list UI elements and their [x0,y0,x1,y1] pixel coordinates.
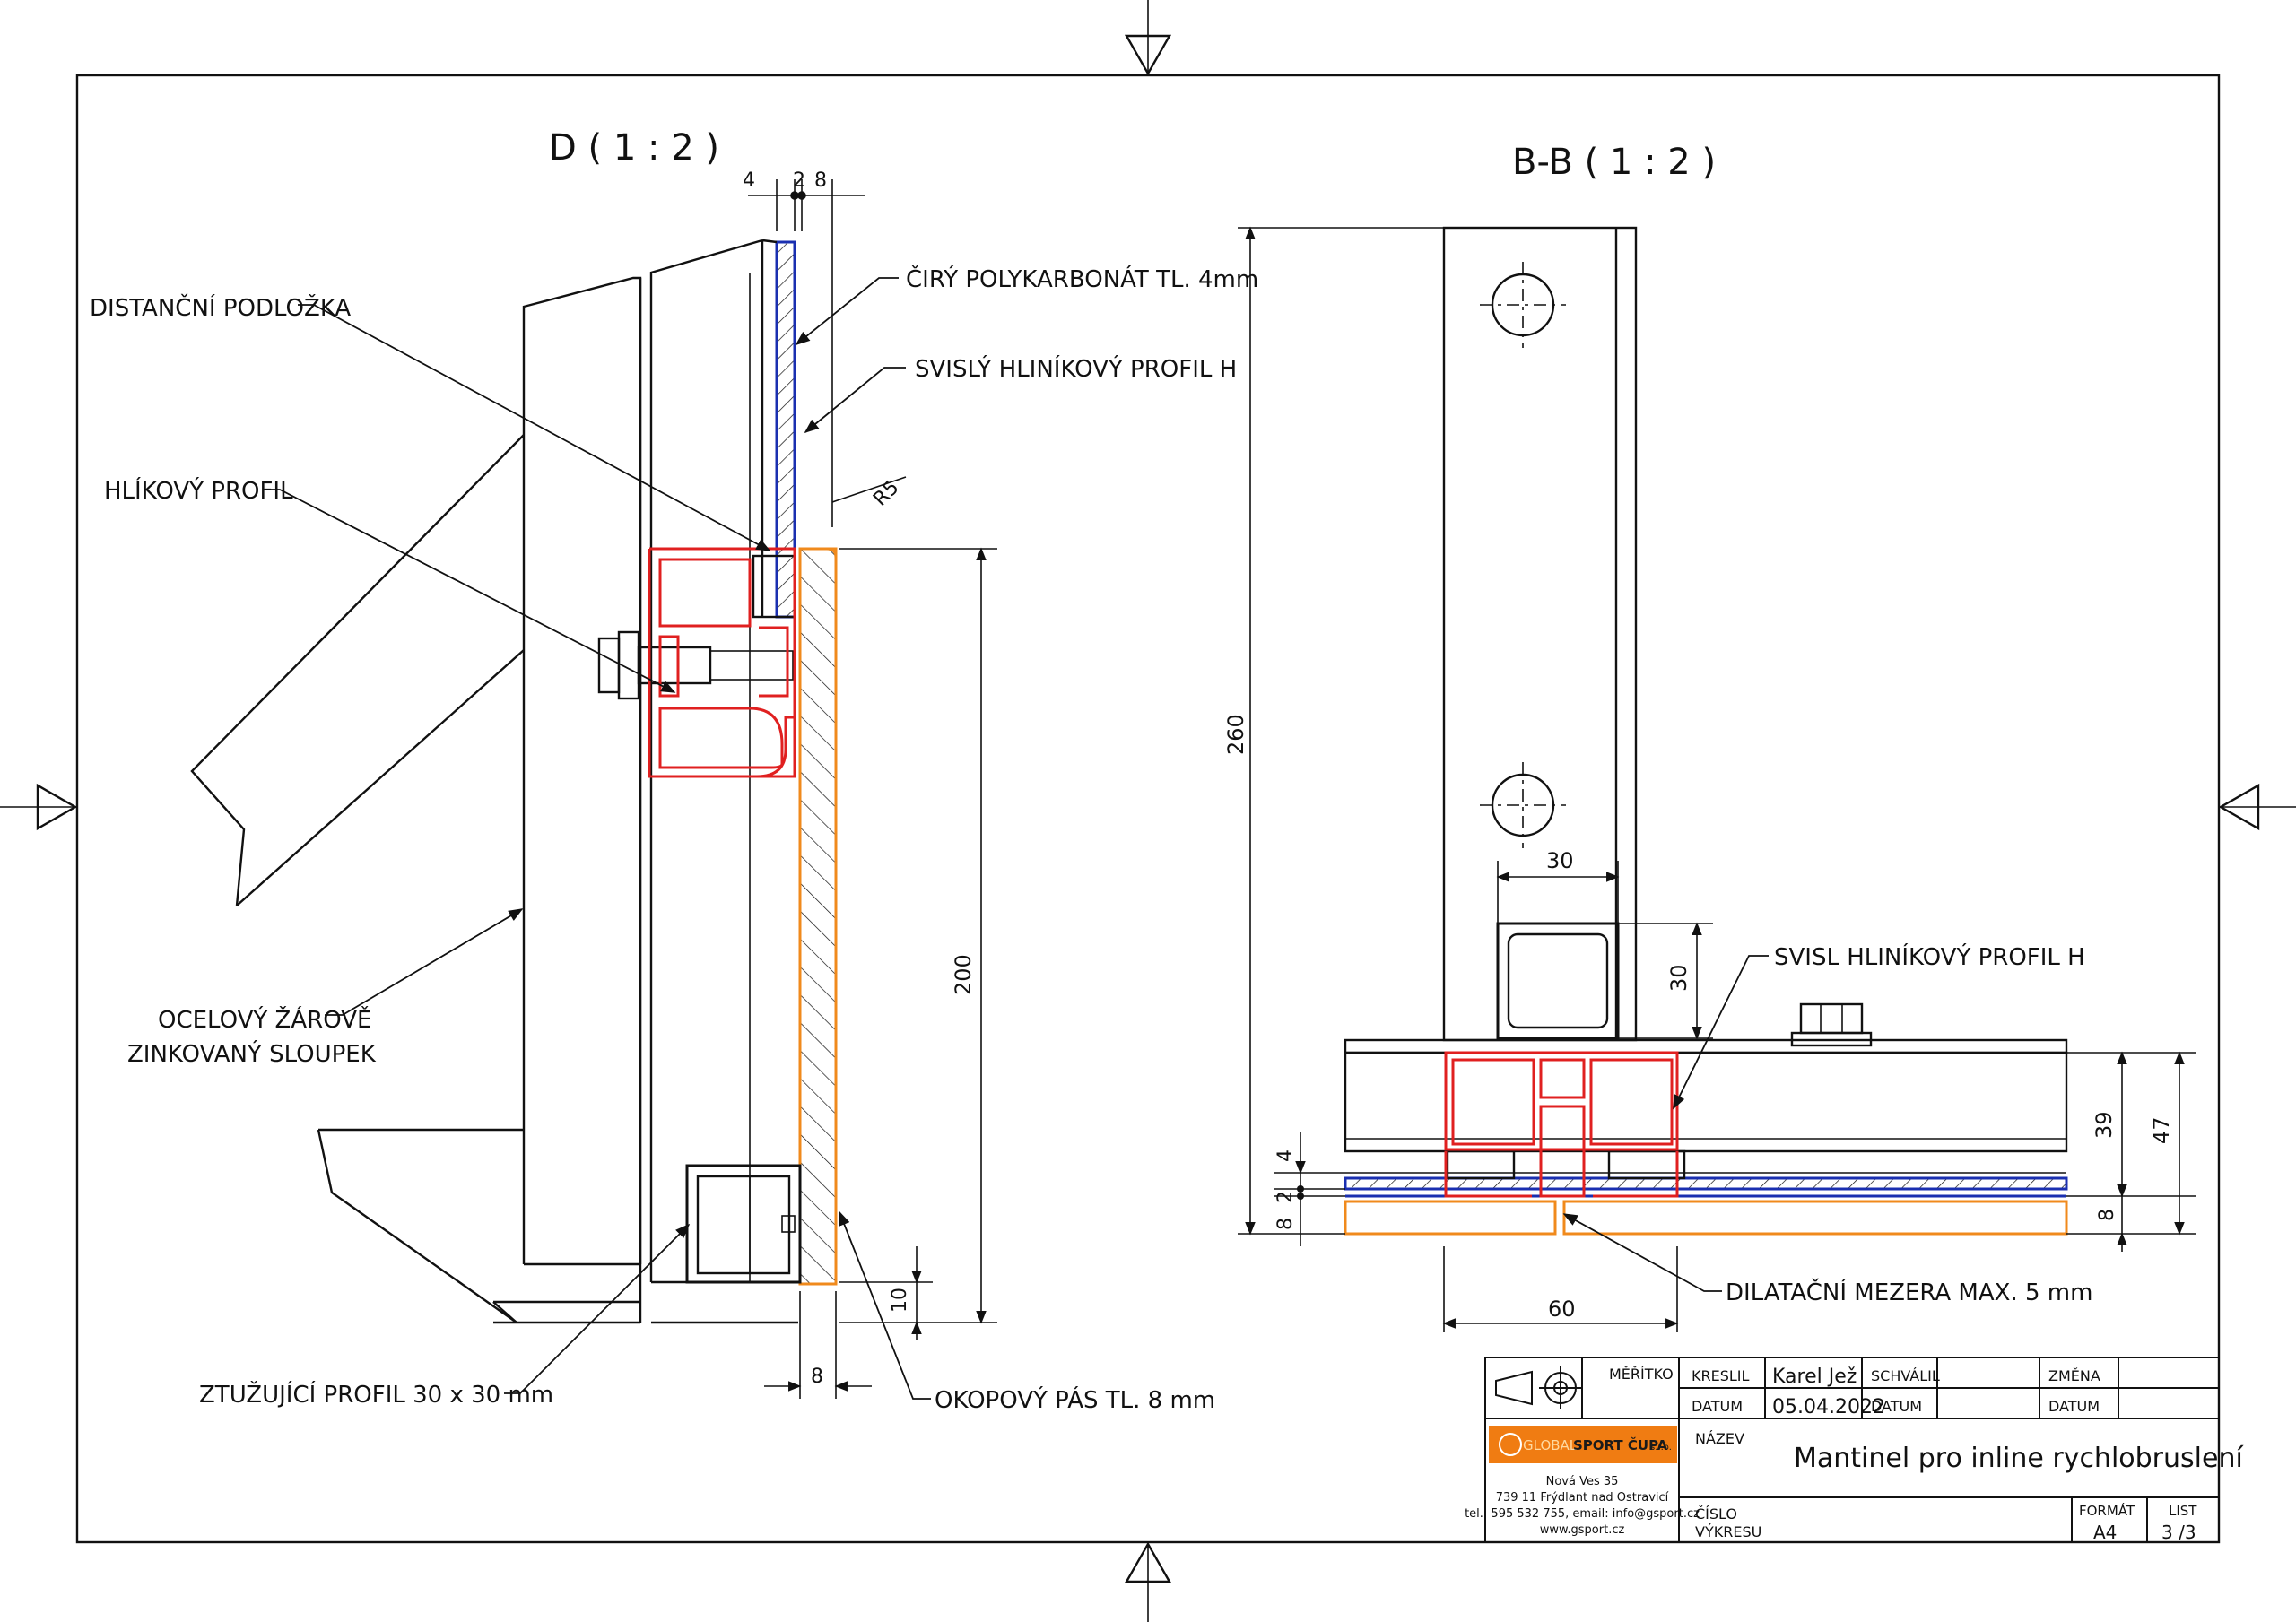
label-polycarbonate: ČIRÝ POLYKARBONÁT TL. 4mm [906,265,1258,293]
steel-post [190,276,642,1324]
tb-datum-1: DATUM [1692,1398,1743,1415]
label-steel-post-2: ZINKOVANÝ SLOUPEK [127,1039,377,1068]
dim-10-label: 10 [889,1288,911,1313]
tb-list-value: 3 /3 [2161,1522,2196,1543]
bolt [597,630,794,700]
label-distance-washer: DISTANČNÍ PODLOŽKA [90,293,351,322]
tb-schvalil: SCHVÁLIL [1871,1367,1940,1384]
tb-list: LIST [2169,1503,2197,1519]
title-block: MĚŘÍTKO KRESLIL Karel Jež SCHVÁLIL ZMĚNA… [1465,1357,2244,1543]
section-view-bb: 260 30 30 39 47 8 4 2 8 60 SVISL HLINÍKO… [1223,226,2196,1332]
tb-datum-value: 05.04.2022 [1772,1396,1885,1418]
dim-8-right-label: 8 [2096,1209,2118,1221]
tb-kreslil: KRESLIL [1692,1367,1750,1384]
label-svisl-profile-bb: SVISL HLINÍKOVÝ PROFIL H [1774,942,2085,971]
dim-8-left-label: 8 [1274,1218,1297,1230]
center-mark-right [2218,783,2296,831]
projection-symbol [1495,1366,1582,1409]
square-profile-bb [1496,922,1620,1040]
address-line-1: Nová Ves 35 [1546,1475,1619,1488]
dim-200 [764,547,997,1399]
polycarbonate-bb [1344,1176,2068,1191]
dim-8-bottom-label: 8 [811,1366,823,1388]
tb-kreslil-value: Karel Jež [1772,1366,1857,1388]
tb-cislo-2: VÝKRESU [1695,1523,1761,1540]
dim-30-height-label: 30 [1666,964,1692,992]
center-mark-top [1124,0,1172,76]
dim-39-label: 39 [2092,1111,2117,1139]
tb-datum-3: DATUM [2048,1398,2100,1415]
tb-nazev-value: Mantinel pro inline rychlobruslení [1794,1443,2244,1474]
dim-260-label: 260 [1223,714,1248,755]
dim-2-left-label: 2 [1274,1191,1297,1203]
detail-view-title: D ( 1 : 2 ) [549,127,719,169]
label-kickboard: OKOPOVÝ PÁS TL. 8 mm [935,1385,1215,1414]
address-line-2: 739 11 Frýdlant nad Ostravicí [1496,1491,1669,1505]
address-line-4: www.gsport.cz [1540,1523,1625,1537]
aluminium-h-profile-bb [1444,1051,1679,1198]
label-aluminium-profile: HLÍKOVÝ PROFIL [104,476,293,505]
post-bb [1442,226,1638,1042]
logo-text-1: GLOBAL [1523,1437,1578,1453]
dim-47-label: 47 [2149,1116,2174,1144]
logo-text-3: s.r.o. [1650,1443,1672,1453]
tb-zmena: ZMĚNA [2048,1367,2100,1384]
dims-bb [1238,226,2196,1332]
label-steel-post-1: OCELOVÝ ŽÁROVĚ [158,1005,371,1034]
stiffening-profile [685,1164,802,1284]
leaders [265,277,931,1400]
kickboard-bb-left [1344,1200,1557,1236]
detail-view-d: 4 2 8 R5 200 10 8 DISTANČNÍ PODLOŽKA HLÍ… [90,169,1258,1414]
section-view-title: B-B ( 1 : 2 ) [1512,142,1716,183]
center-mark-left [0,783,78,831]
tb-format-value: A4 [2093,1522,2117,1543]
label-dilatation-gap: DILATAČNÍ MEZERA MAX. 5 mm [1726,1278,2092,1306]
dim-60-label: 60 [1548,1297,1576,1322]
dim-2: 2 [793,169,805,192]
dim-r5: R5 [869,476,903,510]
dim-30-width-label: 30 [1546,848,1574,873]
dim-8: 8 [814,169,827,192]
washer-bb-right [1607,1149,1686,1180]
tb-cislo-1: ČÍSLO [1695,1505,1737,1522]
tb-format: FORMÁT [2079,1502,2135,1519]
tb-meritko: MĚŘÍTKO [1609,1366,1674,1383]
polycarbonate-sheet [761,239,796,619]
label-stiffening-profile: ZTUŽUJÍCÍ PROFIL 30 x 30 mm [199,1380,553,1409]
kickboard-bb-right [1562,1200,2068,1236]
tb-nazev: NÁZEV [1695,1430,1744,1447]
dim-4-left-label: 4 [1274,1149,1297,1162]
logo-text-2: SPORT ČUPA [1573,1436,1668,1453]
tb-datum-2: DATUM [1871,1398,1922,1415]
address-line-3: tel.: 595 532 755, email: info@gsport.cz [1465,1507,1700,1521]
aluminium-profile [648,547,796,778]
dim-top [748,179,907,527]
washer-bb-left [1446,1149,1516,1180]
label-vertical-profile: SVISLÝ HLINÍKOVÝ PROFIL H [915,354,1237,383]
dim-200-label: 200 [951,954,976,995]
kickboard [798,547,838,1286]
company-logo: GLOBAL SPORT ČUPA s.r.o. [1489,1426,1677,1463]
base-slab-bb [1344,1038,2068,1153]
center-mark-bottom [1124,1541,1172,1622]
dim-4: 4 [743,169,755,192]
